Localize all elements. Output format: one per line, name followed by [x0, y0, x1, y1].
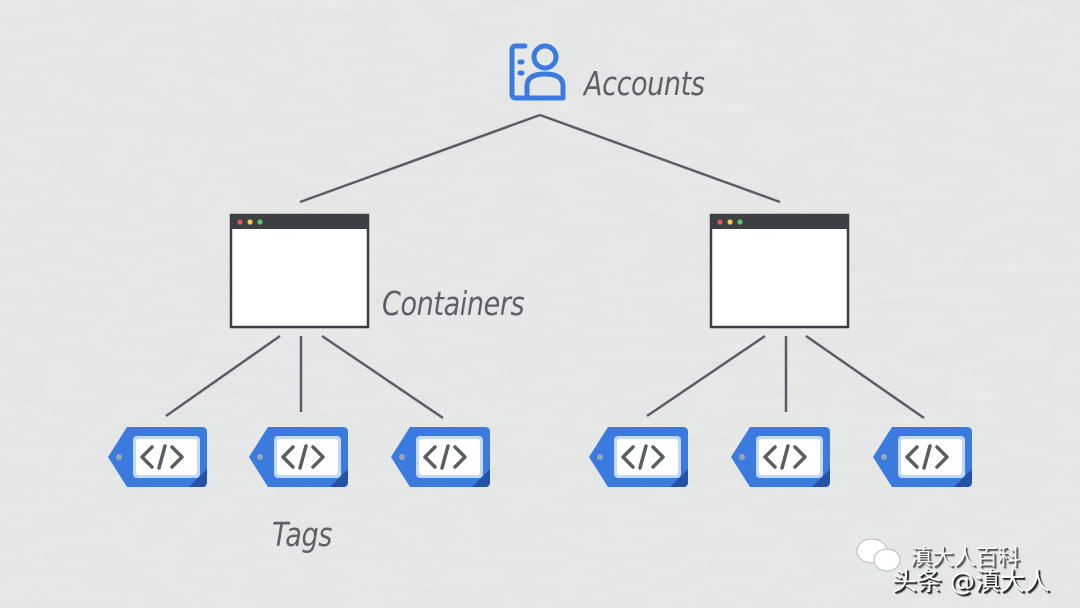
- containers-label: Containers: [382, 284, 525, 323]
- line-accounts-container-2: [539, 113, 781, 204]
- container-window-1: [229, 213, 370, 329]
- account-icon: [509, 43, 566, 101]
- container-window-2: [709, 213, 850, 329]
- line-container2-tag1: [646, 334, 766, 418]
- accounts-label: Accounts: [584, 64, 705, 103]
- code-tag-icon: [871, 425, 974, 489]
- code-tag-icon: [389, 425, 492, 489]
- tags-label: Tags: [272, 515, 332, 554]
- connector-lines: [165, 113, 925, 420]
- watermark-line1: 滇大人百科: [910, 546, 1021, 571]
- line-container1-tag1: [165, 334, 281, 418]
- code-tag-icon: [106, 425, 209, 489]
- code-tag-icon: [729, 425, 832, 489]
- wechat-icon: [856, 538, 901, 572]
- line-accounts-container-1: [299, 113, 541, 204]
- code-tag-icon: [247, 425, 350, 489]
- watermark-line2: 头条 @滇大人: [892, 567, 1050, 596]
- line-container1-tag3: [321, 334, 444, 420]
- code-tag-icon: [587, 425, 690, 489]
- line-container2-tag3: [805, 334, 925, 420]
